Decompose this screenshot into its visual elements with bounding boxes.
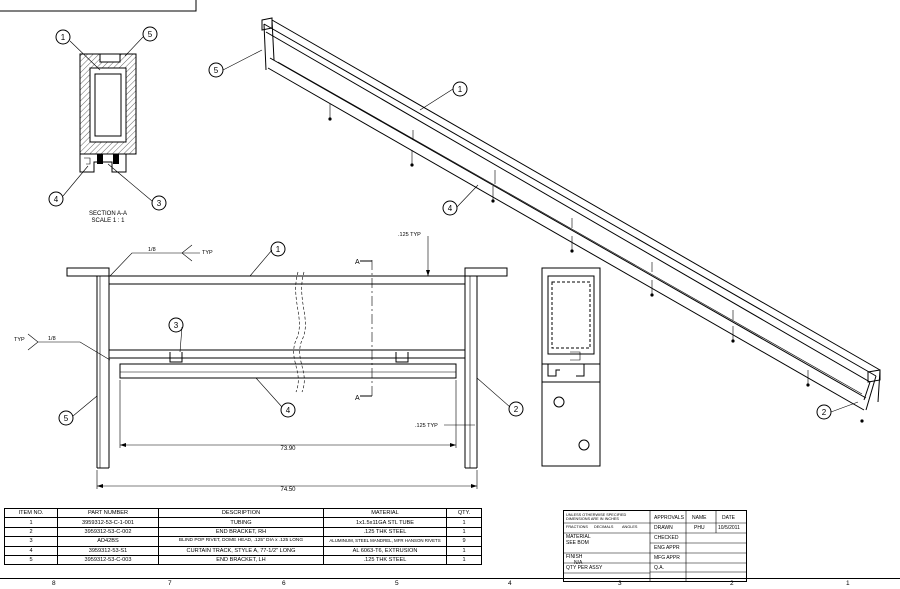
iso-balloon-4: 4	[448, 204, 453, 213]
zone-label: 6	[282, 580, 286, 587]
finish-label: FINISH	[566, 554, 583, 560]
front-balloon-4: 4	[286, 406, 291, 415]
bom-cell: 4	[4, 545, 58, 556]
dim-inner-length: 73.90	[280, 446, 296, 452]
iso-balloon-1: 1	[458, 85, 463, 94]
zone-strip: 8 7 6 5 4 3 2 1	[0, 578, 900, 589]
zone-label: 8	[52, 580, 56, 587]
bom-cell: 2	[4, 526, 58, 538]
bom-row: 1 3959312-53-C-1-001 TUBING 1x1.5x11GA S…	[4, 517, 482, 528]
drawn-name: PHU	[694, 525, 705, 531]
zone-label: 5	[395, 580, 399, 587]
finish-value: N/A	[574, 560, 583, 566]
bom-cell: 1	[446, 554, 482, 566]
weld-left-size: 1/8	[48, 336, 56, 342]
frame-corner	[0, 0, 197, 12]
bom-cell: .125 THK STEEL	[323, 554, 447, 566]
section-mark-bottom: A	[355, 395, 360, 402]
iso-balloon-2: 2	[822, 408, 827, 417]
weld-top-note: TYP	[202, 250, 213, 256]
section-scale: SCALE 1 : 1	[91, 218, 125, 224]
bom-cell: 9	[446, 536, 482, 547]
bom-col-desc: DESCRIPTION	[158, 507, 324, 519]
bom-cell: 3959312-53-C-002	[57, 526, 159, 538]
eng-appr-label: ENG APPR	[654, 545, 680, 551]
bom-header: ITEM NO. PART NUMBER DESCRIPTION MATERIA…	[4, 507, 482, 519]
tolerance-note: UNLESS OTHERWISE SPECIFIED DIMENSIONS AR…	[566, 513, 627, 521]
bom-cell: 1	[4, 517, 58, 528]
front-balloon-3: 3	[174, 321, 179, 330]
bom-cell: 1x1.5x11GA STL TUBE	[323, 517, 447, 528]
front-view: A A .125 TYP .125 TYP 73.90 74.50 1/8 TY…	[14, 232, 524, 493]
angles-label: ANGLES	[622, 525, 638, 529]
bom-cell: 3	[4, 536, 58, 547]
bom-col-item: ITEM NO.	[4, 507, 58, 519]
bom-row: 2 3959312-53-C-002 END BRACKET, RH .125 …	[4, 526, 482, 538]
bom-cell: .125 THK STEEL	[323, 526, 447, 538]
section-balloon-1: 1	[61, 33, 66, 42]
bom-cell: 3959312-53-S1	[57, 545, 159, 556]
bom-row: 5 3959312-53-C-003 END BRACKET, LH .125 …	[4, 554, 482, 566]
front-balloon-5: 5	[64, 414, 69, 423]
bom-cell: TUBING	[158, 517, 324, 528]
bom-col-qty: QTY.	[446, 507, 482, 519]
bom-cell: 5	[4, 554, 58, 566]
zone-label: 3	[618, 580, 622, 587]
drawn-label: DRAWN	[654, 525, 673, 531]
drawn-date: 10/5/2011	[718, 525, 740, 531]
approvals-label: APPROVALS	[654, 515, 684, 521]
section-balloon-3: 3	[157, 199, 162, 208]
bom-cell: END BRACKET, LH	[158, 554, 324, 566]
front-balloon-2: 2	[514, 405, 519, 414]
bom-row: 4 3959312-53-S1 CURTAIN TRACK, STYLE A, …	[4, 545, 482, 556]
bom-cell: ALUMINUM, STEEL MANDREL, MFR HANSON RIVE…	[323, 536, 447, 547]
section-balloon-5: 5	[148, 30, 153, 39]
side-view	[541, 267, 601, 467]
dim-overall-length: 74.50	[280, 487, 296, 493]
fractions-label: FRACTIONS	[566, 525, 588, 529]
material-value: SEE BOM	[566, 540, 589, 546]
bom-col-material: MATERIAL	[323, 507, 447, 519]
bom-cell: 1	[446, 526, 482, 538]
zone-label: 2	[730, 580, 734, 587]
bom-table: ITEM NO. PART NUMBER DESCRIPTION MATERIA…	[4, 507, 482, 566]
material-label: MATERIAL	[566, 534, 591, 540]
section-balloon-4: 4	[54, 195, 59, 204]
date-label: DATE	[722, 515, 735, 521]
iso-balloon-5: 5	[214, 66, 219, 75]
zone-label: 1	[846, 580, 850, 587]
bom-cell: 1	[446, 545, 482, 556]
section-view: 1 5 4 3 SECTION A-A SCALE 1 : 1	[48, 26, 167, 224]
checked-label: CHECKED	[654, 535, 679, 541]
dim-side-thickness: .125 TYP	[415, 423, 438, 429]
isometric-view: 5 1 4 2	[208, 17, 881, 423]
bom-cell: END BRACKET, RH	[158, 526, 324, 538]
front-balloon-1: 1	[276, 245, 281, 254]
name-label: NAME	[692, 515, 707, 521]
bom-cell: AD42BS	[57, 536, 159, 547]
section-mark-top: A	[355, 259, 360, 266]
bom-col-part: PART NUMBER	[57, 507, 159, 519]
dim-top-thickness: .125 TYP	[398, 232, 421, 238]
qa-label: Q.A.	[654, 565, 665, 571]
bom-row: 3 AD42BS BLIND POP RIVET, DOME HEAD, .12…	[4, 536, 482, 547]
zone-label: 7	[168, 580, 172, 587]
weld-left-note: TYP	[14, 337, 25, 343]
bom-cell: 3959312-53-C-003	[57, 554, 159, 566]
qty-per-assy-label: QTY PER ASSY	[566, 565, 603, 571]
bom-cell: BLIND POP RIVET, DOME HEAD, .125" DIA x …	[158, 536, 324, 547]
weld-top-size: 1/8	[148, 247, 156, 253]
bom-cell: AL 6063-T6, EXTRUSION	[323, 545, 447, 556]
decimals-label: DECIMALS	[594, 525, 614, 529]
title-block: UNLESS OTHERWISE SPECIFIED DIMENSIONS AR…	[563, 510, 747, 582]
zone-label: 4	[508, 580, 512, 587]
bom-cell: 1	[446, 517, 482, 528]
bom-cell: CURTAIN TRACK, STYLE A, 77-1/2" LONG	[158, 545, 324, 556]
bom-cell: 3959312-53-C-1-001	[57, 517, 159, 528]
section-title: SECTION A-A	[89, 211, 127, 217]
mfg-appr-label: MFG APPR	[654, 555, 680, 561]
